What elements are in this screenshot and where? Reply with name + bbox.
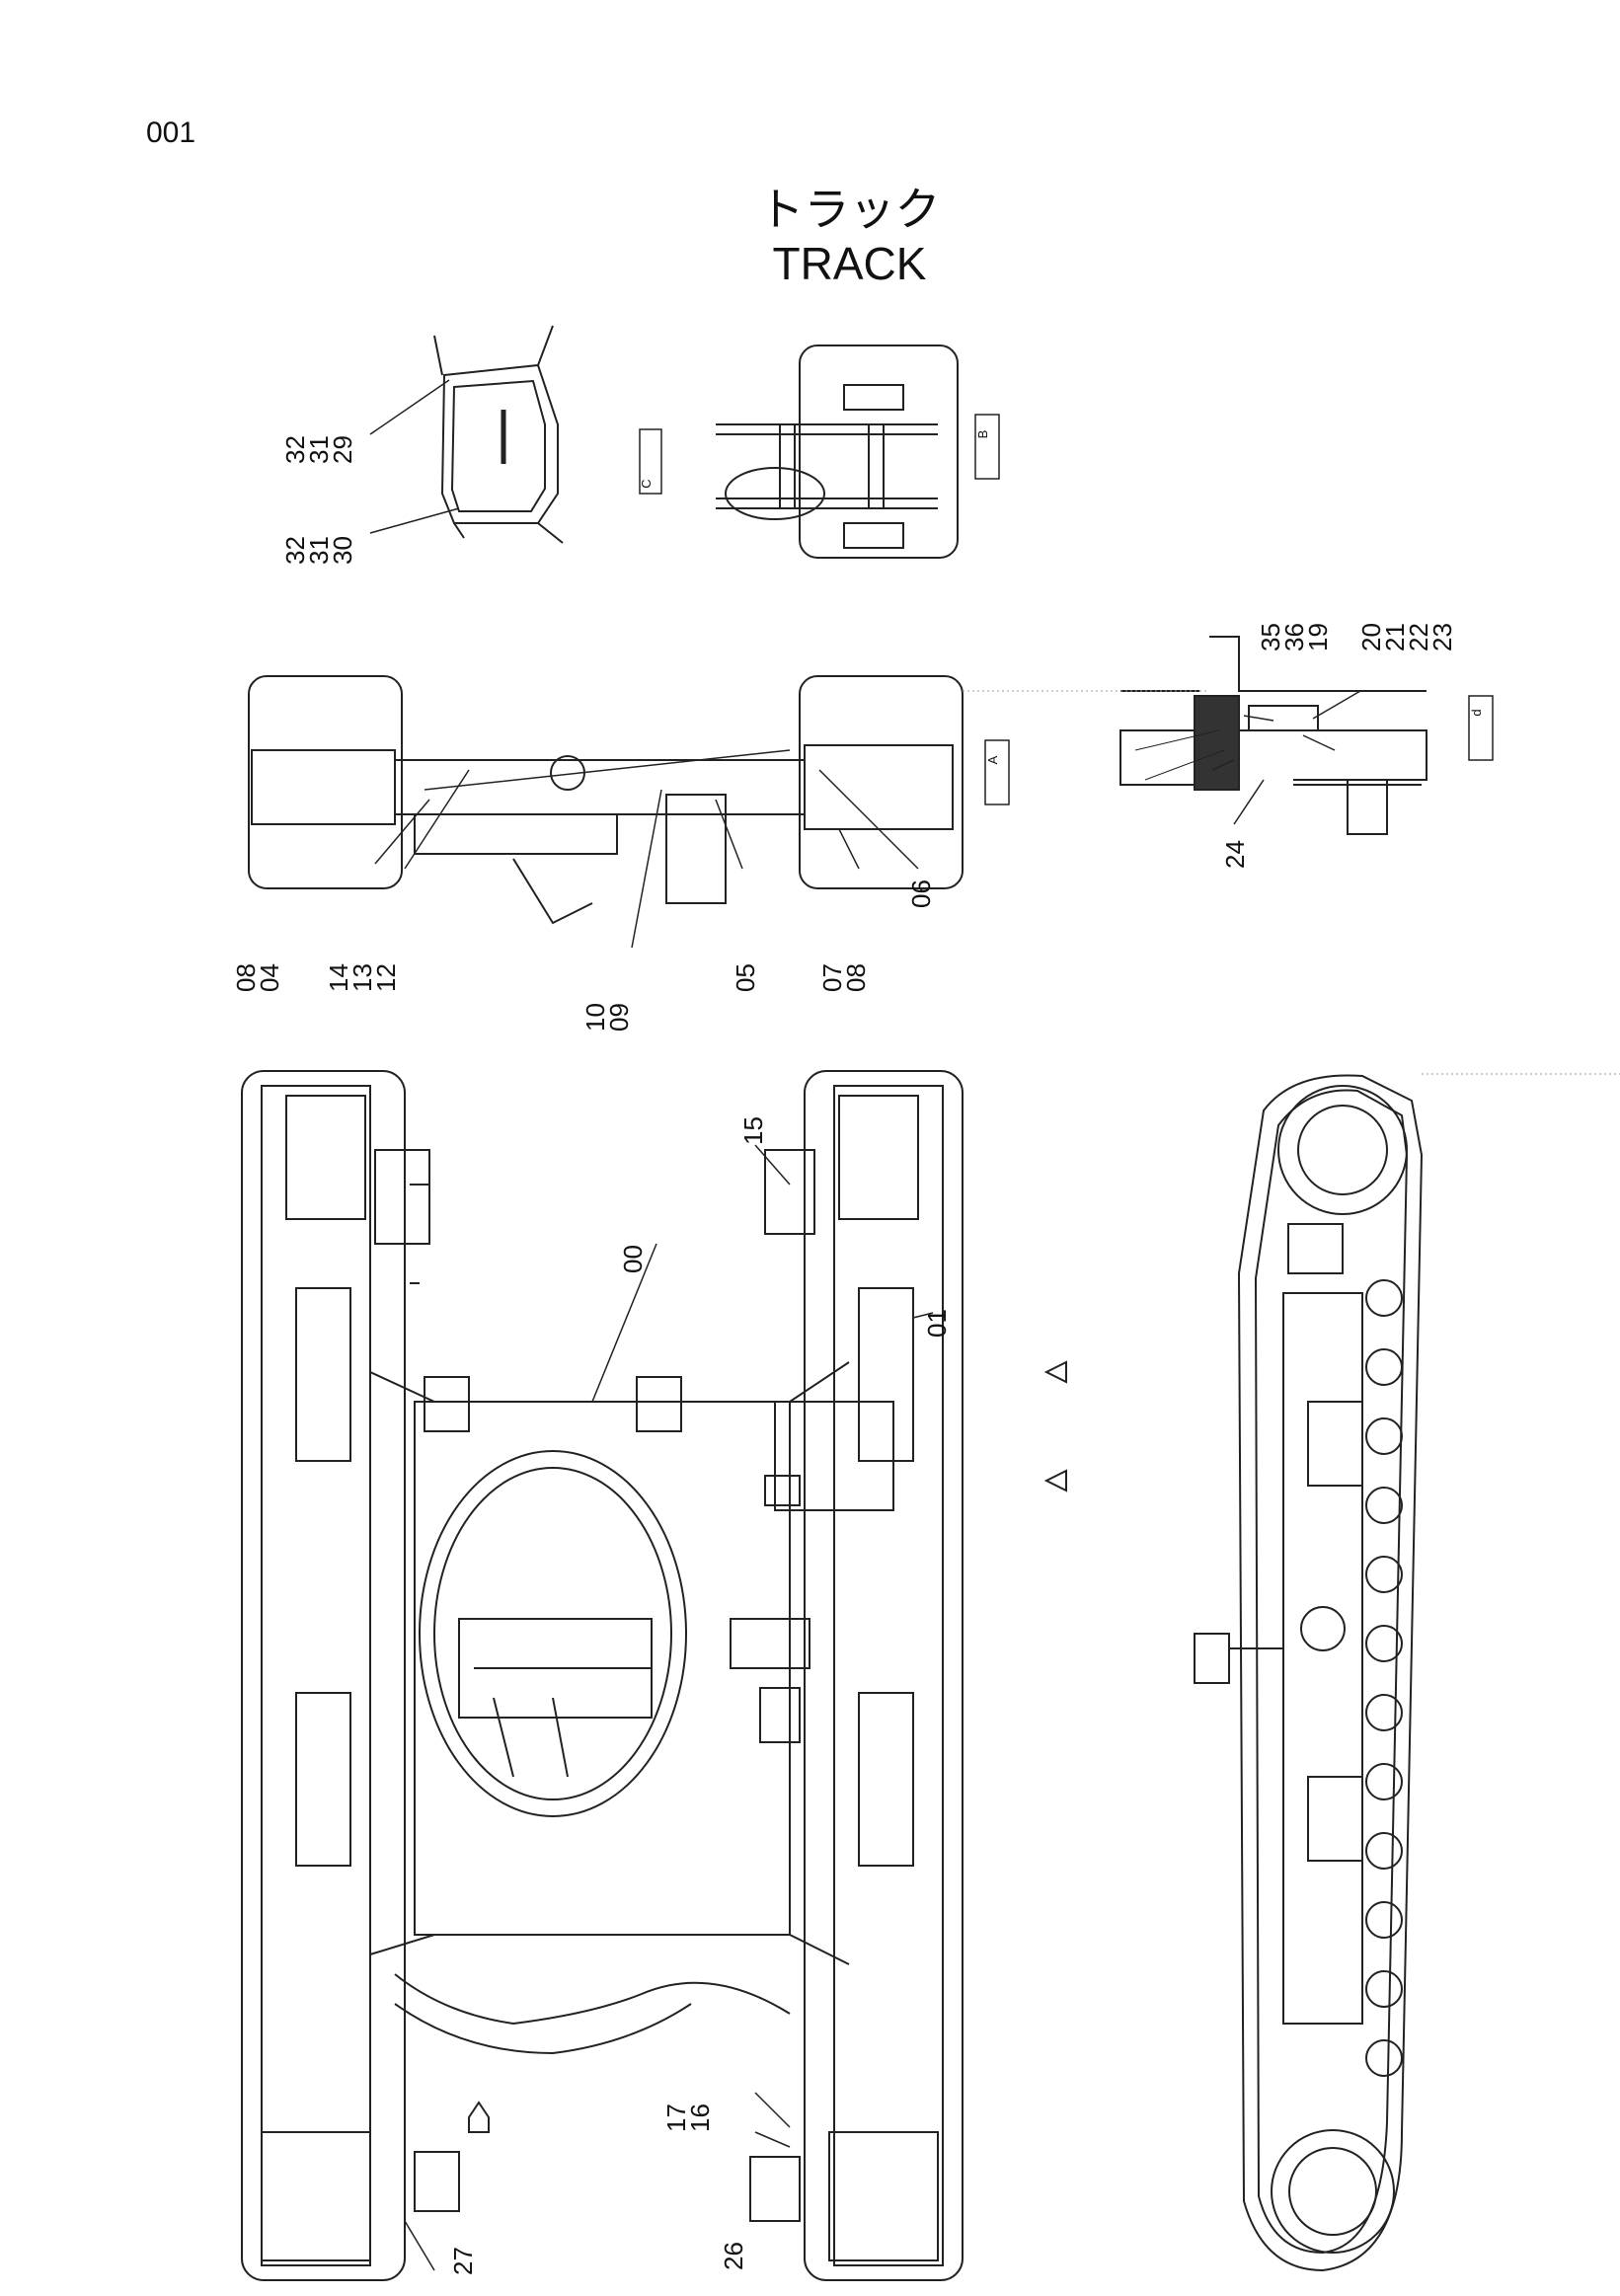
callout-16: 16 (685, 2104, 715, 2132)
callout-14: 14 (324, 963, 353, 992)
callout-31-lower: 31 (304, 536, 334, 565)
callout-30: 30 (328, 536, 357, 565)
view-a-rear (248, 675, 964, 925)
callout-35: 35 (1256, 623, 1285, 651)
callout-13: 13 (347, 963, 377, 992)
view-tag-b: B (975, 430, 990, 439)
callout-05: 05 (731, 963, 760, 992)
main-plan-view (241, 1070, 1067, 2281)
view-tag-c: C (639, 479, 654, 488)
callout-06: 06 (906, 880, 936, 908)
callout-04: 04 (255, 963, 284, 992)
view-tag-a: A (985, 755, 1000, 764)
callout-29: 29 (328, 435, 357, 464)
callout-36: 36 (1279, 623, 1309, 651)
callout-24: 24 (1220, 840, 1250, 869)
page-number: 001 (146, 116, 196, 149)
view-tag-d: d (1469, 709, 1484, 716)
view-b-detail (716, 344, 959, 559)
callout-31-upper: 31 (304, 435, 334, 464)
callout-00: 00 (618, 1245, 648, 1273)
callout-01: 01 (922, 1309, 952, 1338)
callout-32-upper: 32 (280, 435, 310, 464)
callout-08-right: 08 (841, 963, 871, 992)
callout-32-lower: 32 (280, 536, 310, 565)
callout-26: 26 (719, 2242, 748, 2270)
side-view-crawler (1194, 1074, 1424, 2272)
title-english: TRACK (772, 238, 927, 289)
callout-19: 19 (1303, 623, 1333, 651)
title-japanese: トラック (758, 183, 941, 236)
callout-08-left: 08 (231, 963, 261, 992)
callout-20: 20 (1356, 623, 1386, 651)
callout-23: 23 (1427, 623, 1457, 651)
view-c-detail (433, 325, 564, 544)
callout-12: 12 (371, 963, 401, 992)
view-tag-boxes (639, 414, 1494, 805)
callout-17: 17 (661, 2104, 691, 2132)
callout-21: 21 (1380, 623, 1410, 651)
callout-09: 09 (604, 1003, 634, 1032)
callout-22: 22 (1404, 623, 1433, 651)
dotted-leader-lines (963, 690, 1620, 1075)
side-view-rollers (1365, 1279, 1403, 2077)
callout-15: 15 (738, 1116, 768, 1145)
callout-27: 27 (448, 2247, 478, 2275)
callout-leaders (369, 379, 1361, 2271)
callout-07: 07 (817, 963, 847, 992)
view-d-section (1119, 636, 1427, 835)
callout-10: 10 (580, 1003, 610, 1032)
